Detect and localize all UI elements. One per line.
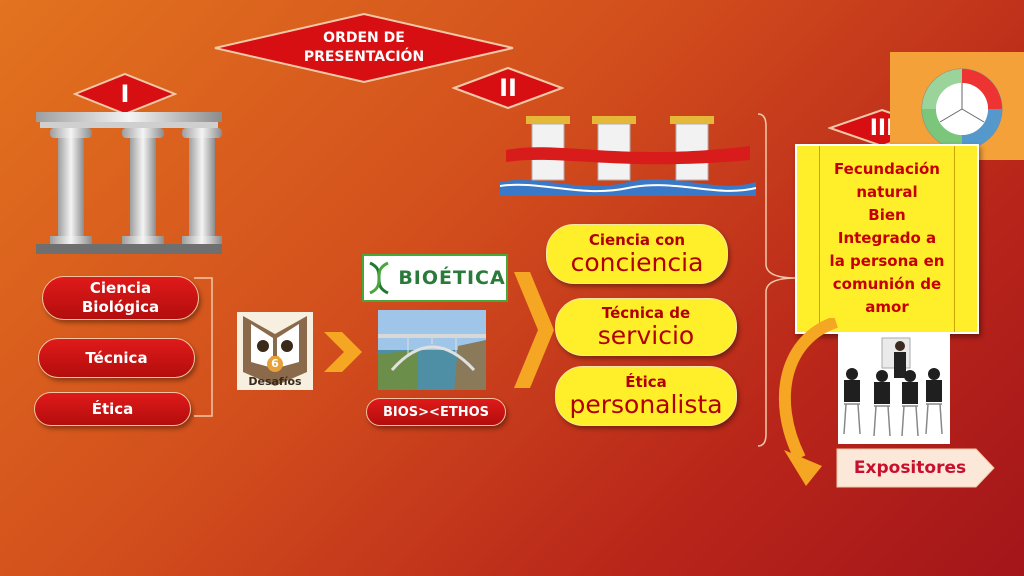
pill-tecnica: Técnica (38, 338, 195, 378)
fecundacion-text: Fecundación natural Bien Integrado a la … (819, 146, 955, 332)
title-text: ORDEN DE PRESENTACIÓN (263, 24, 465, 72)
title-line-1: ORDEN DE (323, 30, 405, 46)
pill-tecnica-de-servicio: Técnica de servicio (555, 298, 737, 356)
desafios-label: Desafíos (248, 375, 302, 388)
bridge-photo (378, 310, 486, 390)
pill-etica-label: Ética (91, 399, 134, 418)
pill-etica-small: Ética (625, 373, 667, 391)
fertility-calendar-icon (921, 68, 1003, 150)
desafios-number: 6 (271, 357, 279, 370)
pill-ciencia-biologica-line1: Ciencia (89, 279, 152, 297)
fecundacion-line-5: la persona en (829, 252, 945, 270)
numeral-two: II (499, 74, 517, 102)
fecundacion-line-6: comunión de (832, 275, 942, 293)
fecundacion-line-2: natural (856, 183, 918, 201)
fecundacion-line-3: Bien (868, 206, 906, 224)
bioetica-logo-text: BIOÉTICA (398, 267, 506, 289)
big-chevron-right-icon (514, 272, 554, 388)
pill-etica: Ética (34, 392, 191, 426)
expositores-label: Expositores (853, 458, 967, 478)
greek-columns-image (36, 112, 222, 254)
pill-tecnica-label: Técnica (85, 348, 148, 367)
meeting-photo (838, 334, 950, 444)
pill-ciencia-big: conciencia (570, 248, 704, 277)
pill-ciencia-small: Ciencia con (588, 231, 686, 249)
left-bracket (194, 277, 213, 417)
fecundacion-line-7: amor (865, 298, 909, 316)
fecundacion-line-4: Integrado a (837, 229, 937, 247)
dna-icon (369, 261, 390, 295)
desafios-icon: 6 Desafíos (237, 312, 313, 390)
pill-etica-personalista: Ética personalista (555, 366, 737, 426)
bioetica-logo: BIOÉTICA (362, 254, 508, 302)
curved-arrow-icon (778, 318, 839, 486)
fecundacion-box: Fecundación natural Bien Integrado a la … (795, 144, 979, 334)
pill-etica-big: personalista (569, 390, 723, 419)
desafios-number-badge: 6 (267, 356, 283, 372)
chevron-right-icon (324, 332, 362, 372)
pill-tecnica-small: Técnica de (601, 304, 691, 322)
title-line-2: PRESENTACIÓN (303, 49, 425, 65)
pill-ciencia-con-conciencia: Ciencia con conciencia (546, 224, 728, 284)
bios-ethos-text: BIOS><ETHOS (383, 404, 489, 420)
fecundacion-line-1: Fecundación (834, 160, 940, 178)
pill-ciencia-biologica: Ciencia Biológica (42, 276, 199, 320)
title-diamond (214, 12, 514, 84)
numeral-one: I (120, 80, 130, 108)
expositores-arrow-shape (836, 448, 995, 488)
pill-ciencia-biologica-line2: Biológica (81, 298, 160, 316)
ornate-columns-image (500, 116, 756, 196)
owl-icon (243, 316, 307, 386)
pill-tecnica-big: servicio (597, 321, 695, 350)
bios-ethos-label: BIOS><ETHOS (366, 398, 506, 426)
numeral-two-diamond (452, 66, 564, 110)
